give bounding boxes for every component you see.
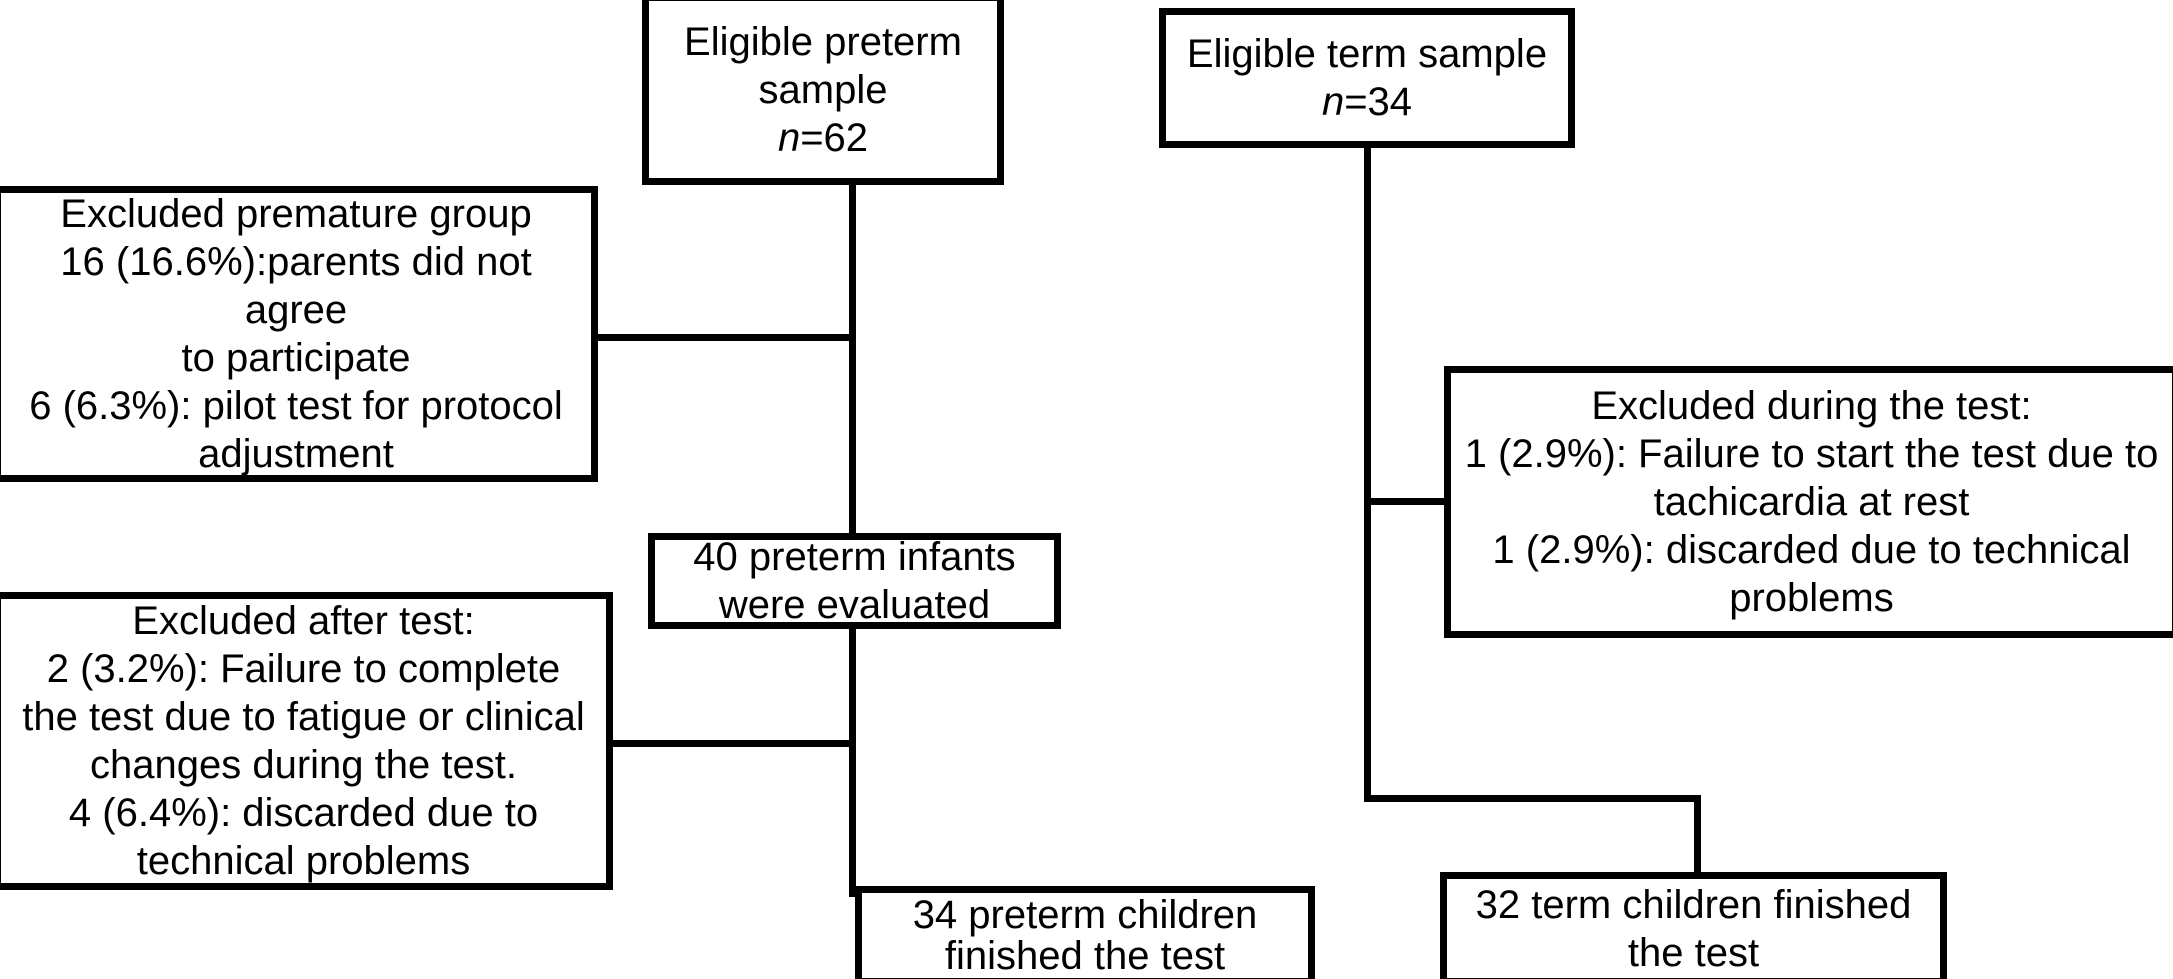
node-preterm-children-finished[interactable]: 34 preterm children finished the test: [855, 886, 1315, 979]
connector-excluded-premature-link: [592, 334, 854, 341]
connector-preterm-trunk-lower: [849, 622, 856, 897]
node-preterm-children-finished-label: 34 preterm children finished the test: [912, 892, 1258, 978]
connector-term-trunk: [1364, 144, 1371, 802]
node-excluded-after-test-label: Excluded after test: 2 (3.2%): Failure t…: [22, 599, 585, 883]
node-excluded-premature-group-label: Excluded premature group 16 (16.6%):pare…: [29, 192, 563, 476]
node-excluded-premature-group[interactable]: Excluded premature group 16 (16.6%):pare…: [0, 186, 598, 482]
node-excluded-during-the-test-label: Excluded during the test: 1 (2.9%): Fail…: [1464, 384, 2159, 620]
connector-term-elbow-drop: [1694, 795, 1701, 875]
connector-excluded-during-test-link: [1364, 498, 1454, 505]
node-preterm-infants-evaluated[interactable]: 40 preterm infants were evaluated: [648, 533, 1061, 629]
node-excluded-after-test[interactable]: Excluded after test: 2 (3.2%): Failure t…: [0, 592, 613, 890]
connector-term-elbow-horizontal: [1364, 795, 1701, 802]
connector-preterm-trunk-upper: [849, 182, 856, 542]
node-excluded-during-the-test[interactable]: Excluded during the test: 1 (2.9%): Fail…: [1444, 366, 2173, 638]
node-preterm-infants-evaluated-label: 40 preterm infants were evaluated: [693, 535, 1016, 627]
connector-excluded-after-test-link: [607, 740, 854, 747]
italic-n-preterm: n: [777, 115, 801, 160]
italic-n-term: n: [1321, 80, 1345, 124]
node-term-children-finished-label: 32 term children finished the test: [1475, 882, 1912, 975]
node-term-children-finished[interactable]: 32 term children finished the test: [1440, 872, 1947, 979]
